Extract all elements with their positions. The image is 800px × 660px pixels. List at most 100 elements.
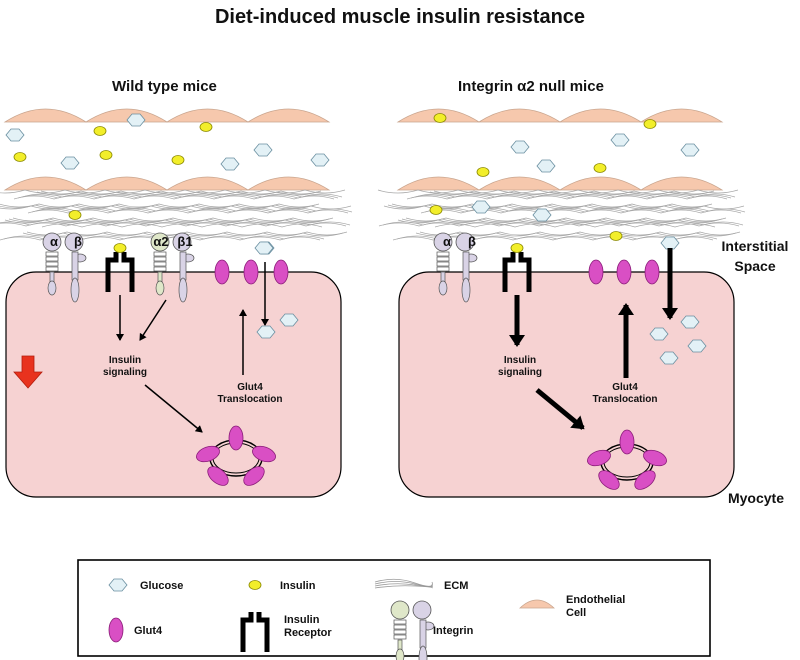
glucose-icon xyxy=(687,339,707,353)
glut4-icon xyxy=(243,466,265,486)
glut4-icon xyxy=(252,445,276,463)
endothelial-cell xyxy=(558,108,643,123)
glut4-vesicle xyxy=(587,429,667,490)
legend-label-insulin-receptor: Insulin Receptor xyxy=(284,614,332,639)
panel-title-integrin-null: Integrin α2 null mice xyxy=(458,78,604,95)
glucose-icon xyxy=(510,140,530,154)
glucose-icon xyxy=(536,159,556,173)
insulin-icon xyxy=(199,122,213,132)
integrin-alpha-label-null: α xyxy=(443,234,451,249)
glucose-icon xyxy=(126,113,146,127)
glut4-icon xyxy=(196,445,220,463)
glut4-icon xyxy=(588,259,604,285)
myocyte-label: Myocyte xyxy=(727,490,785,506)
glucose-icon xyxy=(60,156,80,170)
glut4-icon xyxy=(228,425,244,451)
endothelial-cell xyxy=(477,108,562,123)
integrin-beta-label-wt: β xyxy=(74,234,82,249)
interstitial-space-label: Interstitial Space xyxy=(721,238,789,274)
insulin-icon xyxy=(593,163,607,173)
glut4-icon xyxy=(616,259,632,285)
endothelial-cell xyxy=(84,108,169,123)
endothelial-cell xyxy=(558,176,643,191)
insulin-signaling-label-wt: Insulin signaling xyxy=(103,355,147,378)
endothelial-cell xyxy=(639,176,724,191)
glucose-icon xyxy=(220,157,240,171)
integrin-alpha2-beta1-icon xyxy=(150,232,195,303)
panel-title-wild-type: Wild type mice xyxy=(112,78,217,95)
glucose-icon xyxy=(660,236,680,250)
insulin-icon xyxy=(93,126,107,136)
glut4-icon xyxy=(644,259,660,285)
ecm-fibers xyxy=(377,189,746,241)
glucose-icon xyxy=(680,315,700,329)
glut4-icon xyxy=(207,466,229,486)
panel-integrin-null xyxy=(377,108,746,498)
legend-label-glucose: Glucose xyxy=(140,580,184,592)
panel-wild-type xyxy=(0,108,353,498)
glut4-icon xyxy=(587,449,611,467)
glucose-icon xyxy=(253,143,273,157)
endothelial-cell xyxy=(165,108,250,123)
endothelial-cell xyxy=(246,108,331,123)
insulin-icon xyxy=(643,119,657,129)
endothelial-cell xyxy=(246,176,331,191)
glucose-icon xyxy=(279,313,299,327)
endothelial-cell xyxy=(396,176,481,191)
endothelial-cell xyxy=(165,176,250,191)
legend-integrin-icon xyxy=(390,600,435,660)
insulin-icon xyxy=(476,167,490,177)
glut4-translocation-label-null: Glut4 Translocation xyxy=(592,382,658,405)
integrin-beta1-label-wt: β1 xyxy=(177,234,193,249)
glucose-icon xyxy=(659,351,679,365)
glucose-icon xyxy=(649,327,669,341)
insulin-signaling-label-null: Insulin signaling xyxy=(498,355,542,378)
insulin-icon xyxy=(99,150,113,160)
glucose-icon xyxy=(471,200,491,214)
insulin-icon xyxy=(248,580,262,590)
glucose-icon xyxy=(5,128,25,142)
glucose-icon xyxy=(532,208,552,222)
insulin-icon xyxy=(433,113,447,123)
legend-label-glut4: Glut4 xyxy=(134,625,163,637)
glut4-icon xyxy=(273,259,289,285)
glucose-icon xyxy=(254,241,274,255)
myocyte-cell xyxy=(398,271,735,498)
insulin-receptor-icon xyxy=(240,612,270,652)
arrow-signaling-to-vesicle xyxy=(535,388,585,430)
legend-ecm-icon xyxy=(374,578,433,589)
insulin-icon xyxy=(171,155,185,165)
endothelial-cell xyxy=(84,176,169,191)
glucose-icon xyxy=(680,143,700,157)
integrin-beta-label-null: β xyxy=(468,234,476,249)
glut4-vesicle xyxy=(196,425,276,486)
arrow-integrin-to-signaling xyxy=(139,299,167,341)
glut4-icon xyxy=(619,429,635,455)
endothelial-cell xyxy=(3,108,88,123)
endothelial-cell xyxy=(477,176,562,191)
glut4-translocation-label-wt: Glut4 Translocation xyxy=(217,382,283,405)
legend-label-endothelial: Endothelial Cell xyxy=(566,594,626,619)
legend-label-integrin: Integrin xyxy=(433,625,474,637)
insulin-icon xyxy=(68,210,82,220)
glut4-icon xyxy=(108,617,124,643)
glut4-icon xyxy=(643,449,667,467)
insulin-icon xyxy=(13,152,27,162)
insulin-receptor-icon xyxy=(105,252,135,292)
diagram-title: Diet-induced muscle insulin resistance xyxy=(214,6,586,28)
glucose-icon xyxy=(256,325,276,339)
ecm-fibers xyxy=(0,189,353,241)
insulin-icon xyxy=(429,205,443,215)
legend-label-insulin: Insulin xyxy=(280,580,316,592)
glut4-icon xyxy=(598,470,620,490)
glucose-icon xyxy=(610,133,630,147)
glucose-icon xyxy=(108,578,128,592)
insulin-icon xyxy=(510,243,524,253)
arrow-signaling-to-vesicle xyxy=(144,384,203,433)
integrin-alpha2-label-wt: α2 xyxy=(153,234,169,249)
endothelial-cell xyxy=(639,108,724,123)
myocyte-cell xyxy=(5,271,342,498)
legend-endothelial-icon xyxy=(518,599,556,609)
integrin-alpha-beta-icon xyxy=(433,232,478,303)
